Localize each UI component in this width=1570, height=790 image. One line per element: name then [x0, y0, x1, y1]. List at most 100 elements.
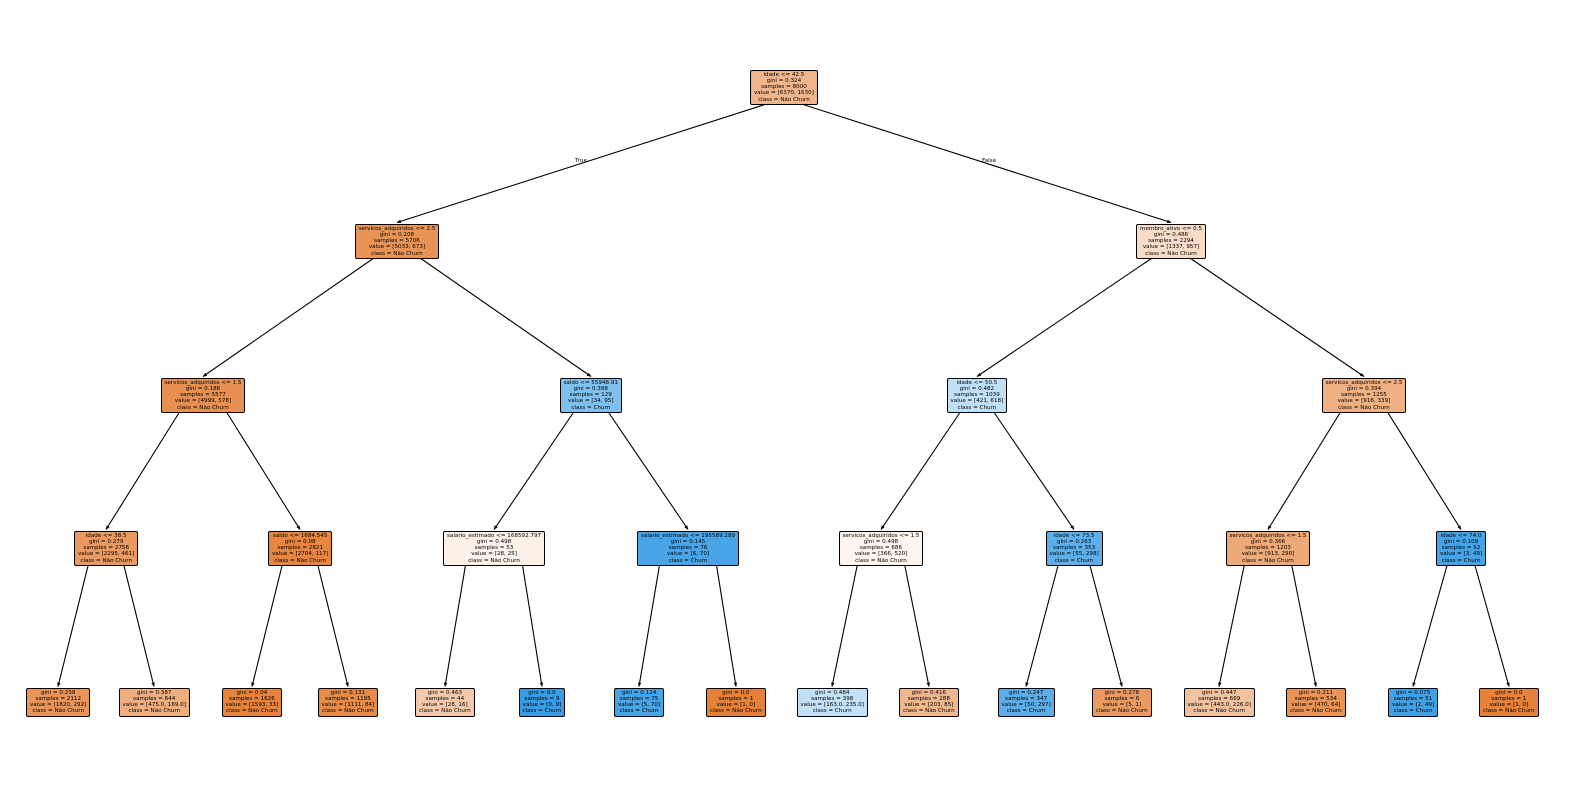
node-gini-text: gini = 0.263 [1056, 538, 1092, 545]
tree-edge [1089, 565, 1123, 687]
node-gini-text: gini = 0.145 [670, 538, 706, 545]
node-value-text: value = [50, 297] [1001, 702, 1051, 709]
node-samples-text: samples = 644 [133, 695, 176, 702]
node-class-text: class = Não Churn [855, 557, 907, 564]
node-gini-text: gini = 0.0 [722, 689, 750, 696]
node-class-text: class = Não Churn [226, 708, 278, 715]
node-value-text: value = [6, 70] [666, 551, 710, 558]
tree-edge [1218, 565, 1245, 687]
node-class-text: class = Churn [1006, 708, 1046, 715]
node-samples-text: samples = 76 [668, 545, 708, 552]
node-class-text: class = Não Churn [274, 557, 327, 564]
tree-edge [1412, 565, 1448, 687]
node-value-text: value = [1, 0] [716, 702, 756, 709]
tree-edge [993, 412, 1075, 530]
node-split-text: servicos_adquiridos <= 2.5 [1325, 379, 1403, 386]
node-class-text: class = Churn [1393, 708, 1433, 715]
node-split-text: idade <= 50.5 [956, 379, 998, 386]
node-split-text: saldo <= 55948.91 [563, 379, 619, 386]
node-samples-text: samples = 2821 [277, 545, 324, 552]
node-class-text: class = Não Churn [1338, 404, 1390, 411]
node-class-text: class = Churn [957, 404, 997, 411]
node-class-text: class = Não Churn [371, 250, 423, 257]
node-class-text: class = Não Churn [1242, 557, 1294, 564]
node-gini-text: gini = 0.366 [1250, 538, 1286, 545]
node-class-text: class = Não Churn [1145, 250, 1197, 257]
node-samples-text: samples = 53 [474, 545, 514, 552]
tree-edge [637, 565, 660, 687]
node-samples-text: samples = 353 [1053, 545, 1096, 552]
node-samples-text: samples = 1 [1491, 695, 1527, 702]
node-value-text: value = [34, 95] [567, 398, 614, 405]
node-gini-text: gini = 0.498 [863, 538, 899, 545]
node-value-text: value = [2295, 461] [78, 551, 135, 558]
node-gini-text: gini = 0.447 [1202, 689, 1237, 696]
node-samples-text: samples = 129 [569, 392, 612, 399]
node-class-text: class = Não Churn [80, 557, 133, 564]
node-split-text: salario_estimado <= 195589.289 [641, 532, 736, 539]
edge-label-false: False [982, 158, 997, 164]
tree-edge [608, 412, 689, 530]
node-value-text: value = [55, 298] [1049, 551, 1099, 558]
tree-edge [57, 565, 89, 687]
node-gini-text: gini = 0.387 [137, 689, 172, 696]
node-class-text: class = Churn [619, 708, 659, 715]
node-class-text: class = Não Churn [322, 708, 374, 715]
node-class-text: class = Não Churn [758, 96, 810, 103]
tree-edge [202, 258, 374, 377]
edge-label-true: True [575, 158, 587, 164]
node-samples-text: samples = 8000 [761, 84, 807, 91]
node-value-text: value = [470, 64] [1291, 702, 1341, 709]
node-samples-text: samples = 1195 [325, 695, 371, 702]
node-gini-text: gini = 0.388 [573, 385, 608, 392]
node-value-text: value = [1593, 33] [225, 702, 279, 709]
tree-edge [1291, 565, 1317, 687]
node-class-text: class = Não Churn [1193, 708, 1246, 715]
node-gini-text: gini = 0.484 [815, 689, 850, 696]
node-class-text: class = Não Churn [128, 708, 181, 715]
tree-edge [904, 565, 930, 687]
node-value-text: value = [0, 9] [522, 702, 562, 709]
node-split-text: servicos_adquiridos <= 1.5 [842, 532, 920, 539]
node-value-text: value = [1111, 84] [321, 702, 375, 709]
node-samples-text: samples = 2294 [1148, 238, 1194, 245]
tree-edge [1474, 565, 1510, 687]
tree-edge [420, 258, 592, 377]
node-class-text: class = Churn [1441, 557, 1481, 564]
node-value-text: value = [28, 25] [471, 551, 517, 558]
node-class-text: class = Churn [571, 404, 611, 411]
tree-edge [976, 258, 1152, 377]
tree-edge [251, 565, 283, 687]
node-split-text: servicos_adquiridos <= 2.5 [358, 225, 436, 232]
node-samples-text: samples = 1 [718, 695, 754, 702]
node-split-text: saldo <= 1684.545 [272, 532, 328, 539]
node-gini-text: gini = 0.186 [185, 385, 221, 392]
node-gini-text: gini = 0.04 [236, 689, 268, 696]
node-samples-text: samples = 534 [1294, 695, 1337, 702]
node-value-text: value = [2, 49] [1392, 702, 1435, 709]
node-value-text: value = [5, 1] [1102, 702, 1142, 709]
node-value-text: value = [421, 618] [950, 398, 1004, 405]
node-gini-text: gini = 0.324 [766, 77, 802, 84]
node-split-text: membro_ativo <= 0.5 [1140, 225, 1203, 232]
tree-edge [1025, 565, 1059, 687]
node-class-text: class = Não Churn [1290, 708, 1342, 715]
